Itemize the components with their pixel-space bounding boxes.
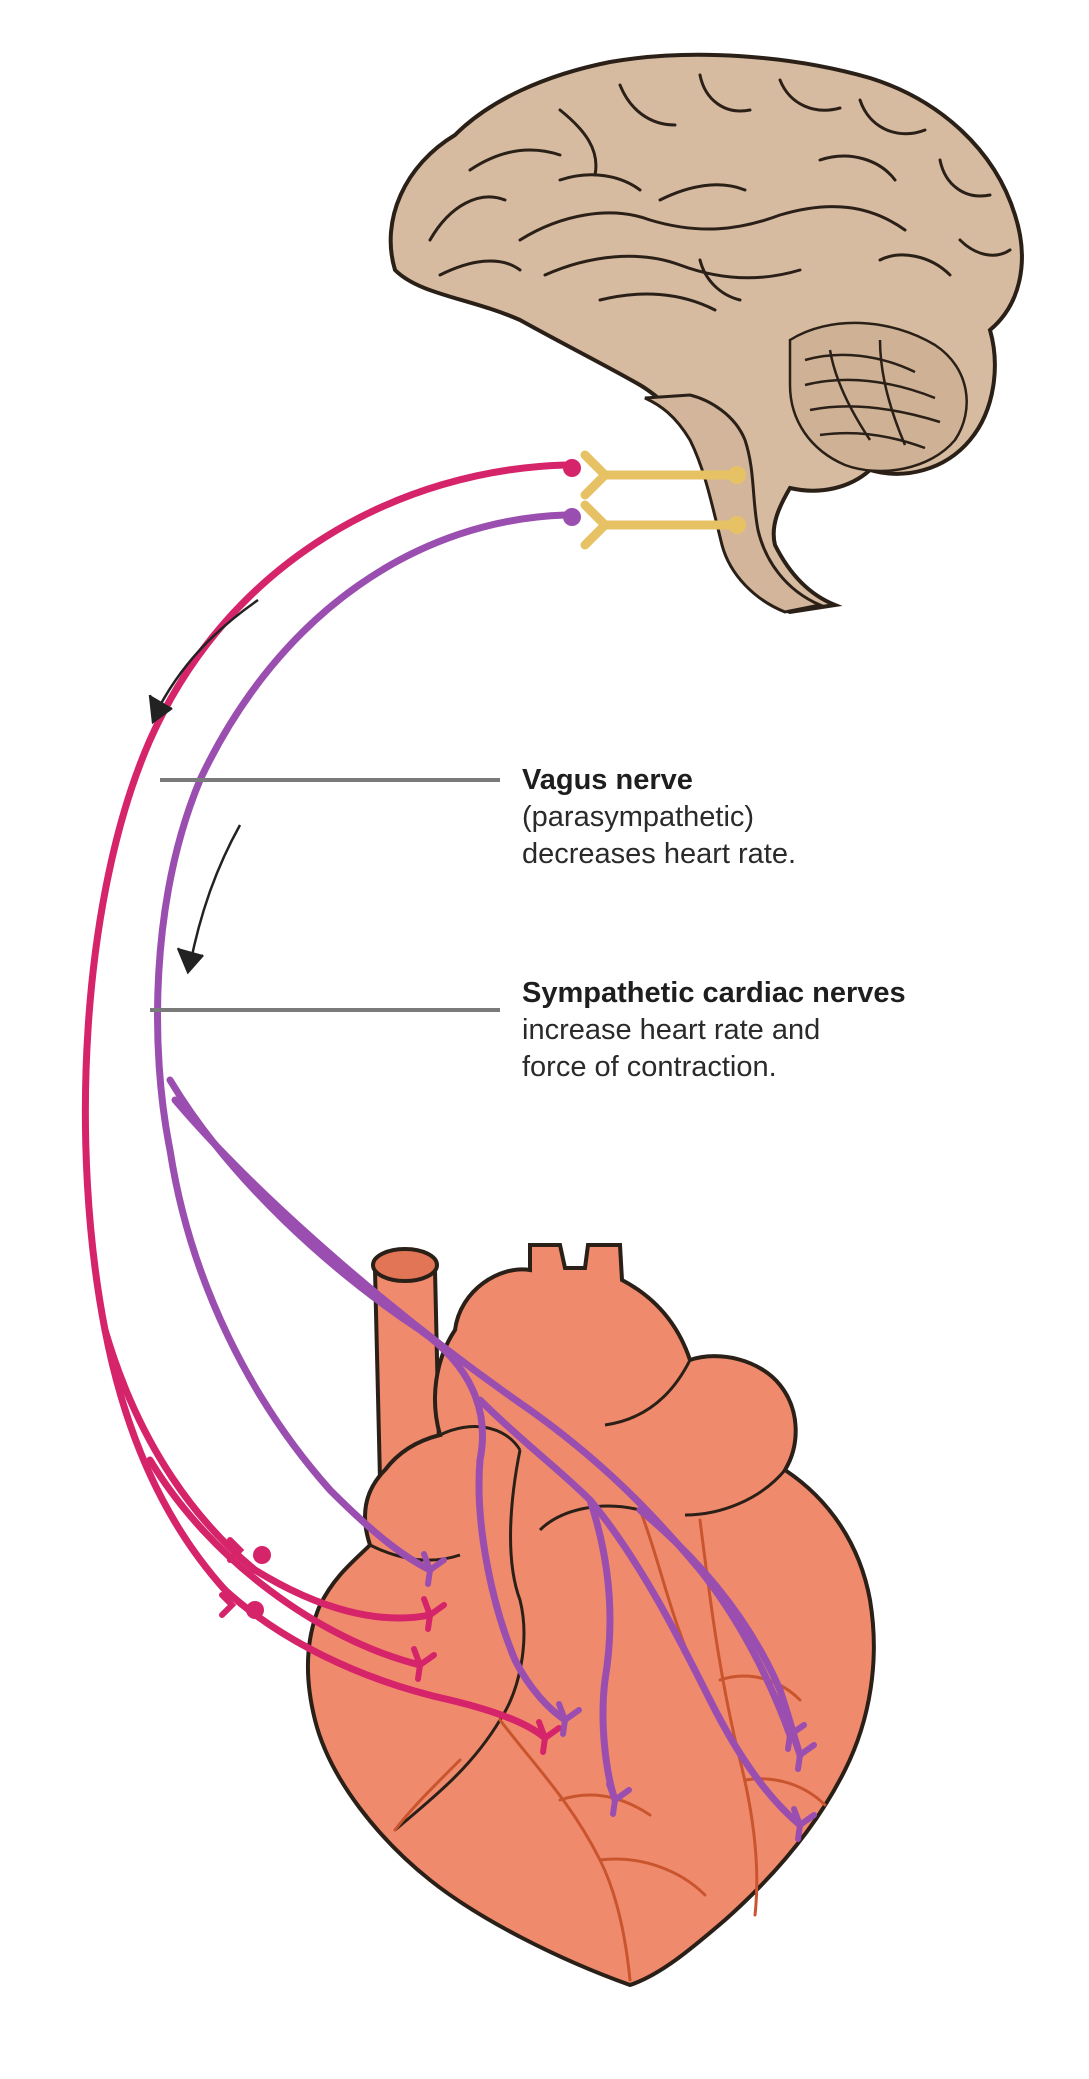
- brain: [388, 52, 1024, 615]
- vagus-nerve-line-1: (parasympathetic): [522, 801, 755, 833]
- vagus-nerve-branch: [221, 1586, 549, 1742]
- sympathetic-nerve-label: Sympathetic cardiac nerves increase hear…: [522, 975, 906, 1086]
- nerve-ending: [606, 1781, 632, 1817]
- vagus-nerve-label: Vagus nerve (parasympathetic) decreases …: [522, 762, 796, 873]
- vagus-nerve-branch: [101, 1326, 434, 1622]
- sympathetic-nerve-branch: [476, 1396, 619, 1804]
- nerve-ending: [781, 1716, 807, 1752]
- nerve-ending: [791, 1806, 817, 1842]
- synapse-knob: [563, 508, 581, 526]
- nerve-ending: [536, 1719, 562, 1755]
- leader-lines: [150, 778, 500, 1012]
- synapse-knob: [563, 459, 581, 477]
- sympathetic-nerve-title: Sympathetic cardiac nerves: [522, 977, 906, 1009]
- sympathetic-nerve-branch: [171, 1096, 794, 1739]
- nerve-ending: [556, 1701, 582, 1737]
- sympathetic-nerve-branch: [586, 1496, 804, 1829]
- nerve-ending: [411, 1646, 437, 1682]
- heart: [306, 1243, 876, 1988]
- nerve-ending: [791, 1736, 817, 1772]
- nerve-ending: [421, 1551, 447, 1587]
- flow-arrow-icon: [176, 824, 242, 975]
- brain-gyri: [428, 73, 1012, 312]
- sympathetic-nerve-line-2: force of contraction.: [522, 1051, 777, 1083]
- sympathetic-nerve-trunk: [154, 511, 569, 1574]
- vagus-nerve-title: Vagus nerve: [522, 764, 693, 796]
- nerve-ending: [421, 1596, 447, 1632]
- vagus-nerve-trunk: [81, 461, 569, 1594]
- flow-arrow-icon: [148, 598, 259, 725]
- nerve-fibers: [81, 459, 817, 1842]
- ganglion-fork: [219, 1592, 237, 1618]
- cerebellum: [788, 321, 968, 473]
- nerve-connectors: [580, 450, 746, 550]
- vagus-nerve-branch: [146, 1456, 424, 1669]
- synapse-knob: [253, 1546, 271, 1564]
- ganglion-fork: [227, 1537, 245, 1563]
- sympathetic-nerve-branch: [166, 1076, 569, 1724]
- synapse-knob: [246, 1601, 264, 1619]
- sympathetic-nerve-line-1: increase heart rate and: [522, 1014, 821, 1046]
- brain-stem: [644, 393, 826, 614]
- vagus-nerve-line-2: decreases heart rate.: [522, 838, 797, 870]
